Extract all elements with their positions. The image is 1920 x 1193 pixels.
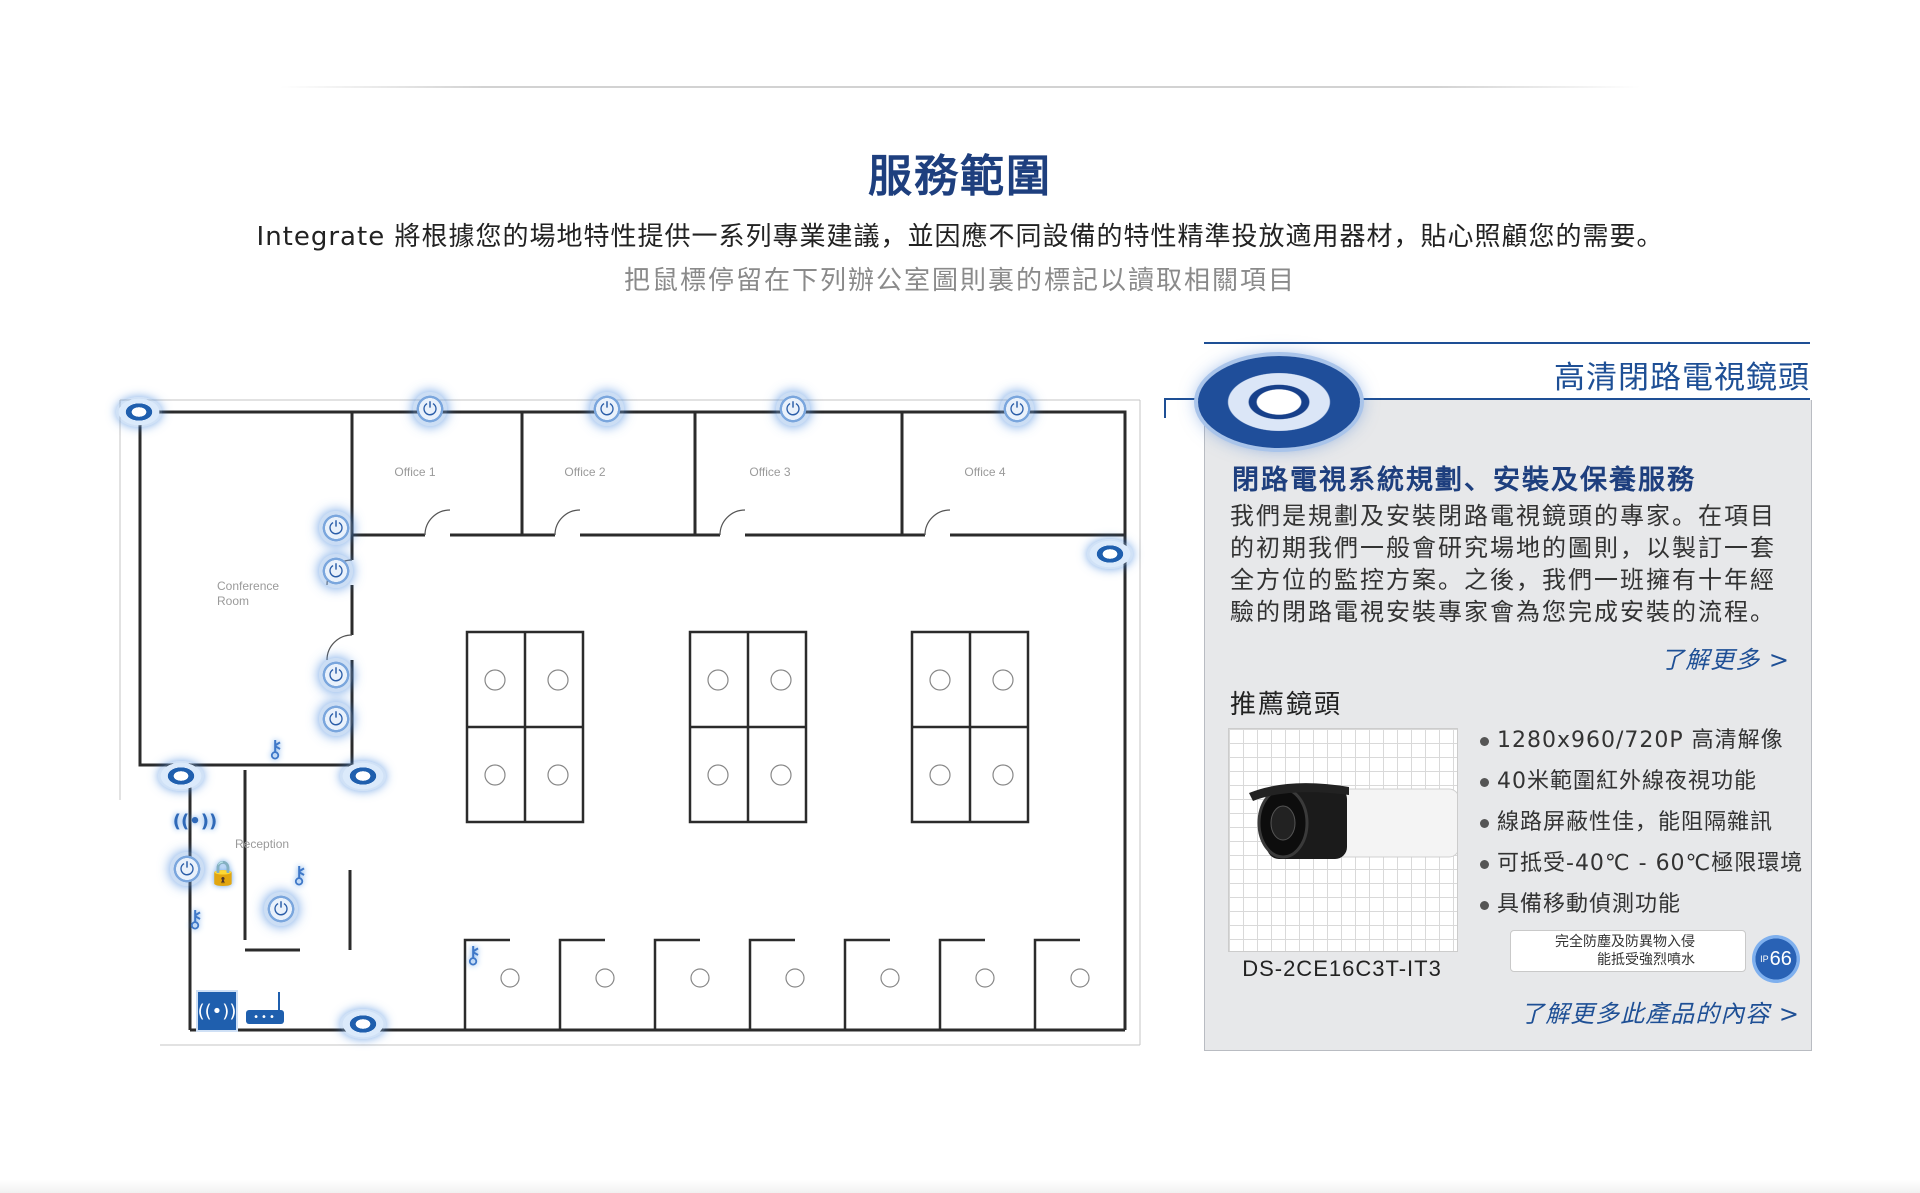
room-label-reception: Reception [235, 837, 289, 851]
panel-top-rule [1204, 342, 1810, 344]
wireless-signal-icon[interactable]: ((•)) [172, 810, 218, 832]
service-description: 我們是規劃及安裝閉路電視鏡頭的專家。在項目的初期我們一般會研究場地的圖則，以製訂… [1230, 502, 1776, 626]
cubicle-chairs [484, 669, 1014, 786]
intro-text: Integrate 將根據您的場地特性提供一系列專業建議，並因應不同設備的特性精… [256, 222, 1664, 252]
page-title: 服務範圍 [868, 151, 1052, 202]
ip-rating-box: 完全防塵及防異物入侵 能抵受強烈噴水 [1510, 930, 1746, 972]
cctv-eye-icon[interactable] [340, 1009, 386, 1039]
room-label-office-3: Office 3 [749, 465, 790, 479]
door-lock-icon[interactable]: ⏻ [1000, 392, 1034, 426]
cubicle-cluster-3 [910, 630, 1030, 824]
room-label-office-1: Office 1 [394, 465, 435, 479]
bullet-icon [1480, 900, 1489, 910]
hint-text: 把鼠標停留在下列辦公室圖則裏的標記以讀取相關項目 [623, 266, 1296, 296]
bullet-icon [1480, 736, 1489, 746]
door-lock-icon[interactable]: ⏻ [590, 392, 624, 426]
product-image [1228, 728, 1458, 952]
list-item: 40米範圍紅外線夜視功能 [1480, 761, 1810, 802]
key-icon[interactable]: ⚷ [266, 735, 284, 763]
padlock-icon[interactable]: 🔒 [208, 859, 238, 887]
cctv-eye-icon[interactable] [340, 761, 386, 791]
feature-list: 1280x960/720P 高清解像 40米範圍紅外線夜視功能 線路屏蔽性佳，能… [1480, 720, 1810, 925]
key-icon[interactable]: ⚷ [464, 941, 482, 969]
router-icon[interactable]: ••• [246, 1010, 284, 1024]
connector-line [1164, 398, 1208, 400]
connector-line-vertical [1164, 398, 1166, 418]
cctv-eye-icon[interactable] [158, 761, 204, 791]
room-label-office-2: Office 2 [564, 465, 605, 479]
panel-heading-rule [1354, 398, 1810, 400]
room-label-office-4: Office 4 [964, 465, 1005, 479]
list-item: 1280x960/720P 高清解像 [1480, 720, 1810, 761]
cubicle-cluster-1 [465, 630, 585, 824]
bottom-fade [0, 1180, 1920, 1193]
product-model: DS-2CE16C3T-IT3 [1242, 956, 1442, 981]
bullet-icon [1480, 859, 1489, 869]
panel-heading: 高清閉路電視鏡頭 [1554, 360, 1810, 396]
list-item: 可抵受-40℃ - 60℃極限環境 [1480, 843, 1810, 884]
list-item: 具備移動偵測功能 [1480, 884, 1810, 925]
door-lock-icon[interactable]: ⏻ [264, 892, 298, 926]
key-icon[interactable]: ⚷ [290, 861, 308, 889]
cubicle-cluster-2 [688, 630, 808, 824]
cctv-eye-icon[interactable] [116, 397, 162, 427]
cctv-eye-icon [1198, 356, 1360, 448]
bullet-camera-icon [1249, 783, 1457, 859]
door-lock-icon[interactable]: ⏻ [319, 511, 353, 545]
bottom-desk-row [463, 938, 1080, 1030]
key-icon[interactable]: ⚷ [186, 905, 204, 933]
door-lock-icon[interactable]: ⏻ [319, 658, 353, 692]
learn-more-link[interactable]: 了解更多 > [1660, 646, 1790, 674]
bullet-icon [1480, 777, 1489, 787]
door-lock-icon[interactable]: ⏻ [413, 392, 447, 426]
bullet-icon [1480, 818, 1489, 828]
door-lock-icon[interactable]: ⏻ [319, 554, 353, 588]
top-divider [280, 86, 1640, 88]
product-details-link[interactable]: 了解更多此產品的內容 > [1520, 1000, 1800, 1028]
door-lock-icon[interactable]: ⏻ [319, 702, 353, 736]
service-title: 閉路電視系統規劃、安裝及保養服務 [1232, 465, 1696, 496]
office-floor-plan: Office 1 Office 2 Office 3 Office 4 Conf… [119, 399, 1141, 1046]
door-lock-icon[interactable]: ⏻ [170, 852, 204, 886]
wifi-icon[interactable]: ((•)) [196, 990, 238, 1032]
door-lock-icon[interactable]: ⏻ [776, 392, 810, 426]
ip-text-line2: 能抵受強烈噴水 [1597, 952, 1695, 968]
list-item: 線路屏蔽性佳，能阻隔雜訊 [1480, 802, 1810, 843]
router-antenna [278, 992, 280, 1010]
ip-text-line1: 完全防塵及防異物入侵 [1555, 934, 1695, 950]
recommended-camera-title: 推薦鏡頭 [1230, 690, 1343, 720]
cctv-eye-icon[interactable] [1087, 539, 1133, 569]
